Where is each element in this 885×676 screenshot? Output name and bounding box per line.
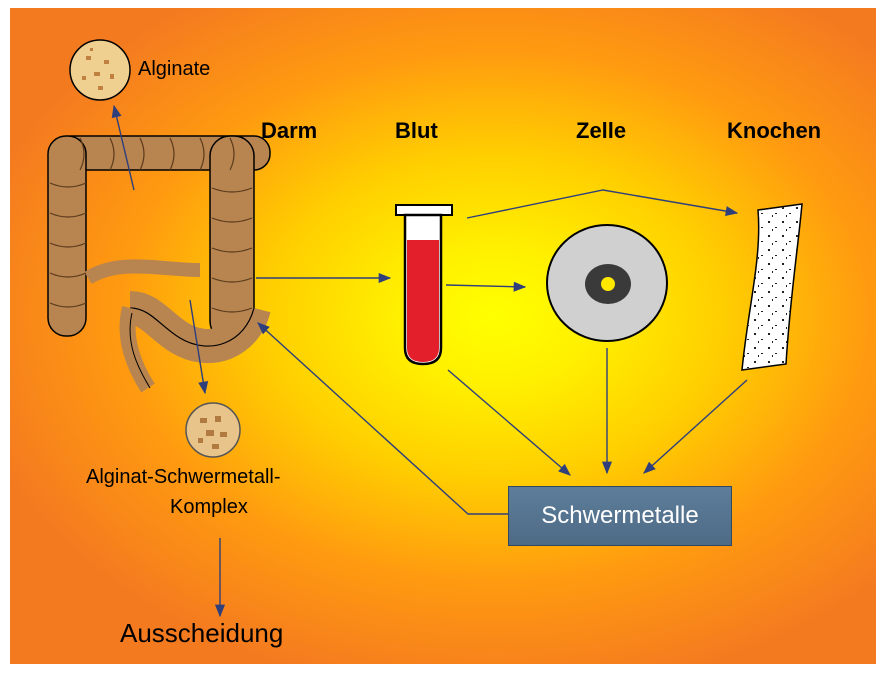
komplex-label-line2: Komplex (170, 496, 248, 519)
arrow-blut-to-zelle (446, 285, 525, 287)
arrow-knochen-to-schwermetalle (644, 380, 747, 473)
header-zelle: Zelle (576, 118, 626, 144)
arrow-blut-to-knochen (467, 190, 737, 218)
intestine-icon (48, 136, 270, 388)
ausscheidung-label: Ausscheidung (120, 618, 283, 649)
header-darm: Darm (261, 118, 317, 144)
complex-bead-icon (186, 403, 240, 457)
schwermetalle-box: Schwermetalle (508, 486, 732, 546)
arrow-blut-to-schwermetalle (448, 370, 570, 475)
schwermetalle-label: Schwermetalle (541, 502, 698, 530)
alginate-label: Alginate (138, 58, 210, 81)
bone-icon (742, 204, 802, 370)
arrow-schwermetalle-to-darm (258, 323, 508, 514)
komplex-label-line1: Alginat-Schwermetall- (86, 466, 281, 489)
alginate-bead-icon (70, 40, 130, 100)
test-tube-icon (396, 205, 452, 364)
diagram-svg (10, 8, 876, 664)
cell-icon (547, 225, 667, 341)
header-blut: Blut (395, 118, 438, 144)
diagram-canvas: Alginate Darm Blut Zelle Knochen Alginat… (10, 8, 876, 664)
header-knochen: Knochen (727, 118, 821, 144)
